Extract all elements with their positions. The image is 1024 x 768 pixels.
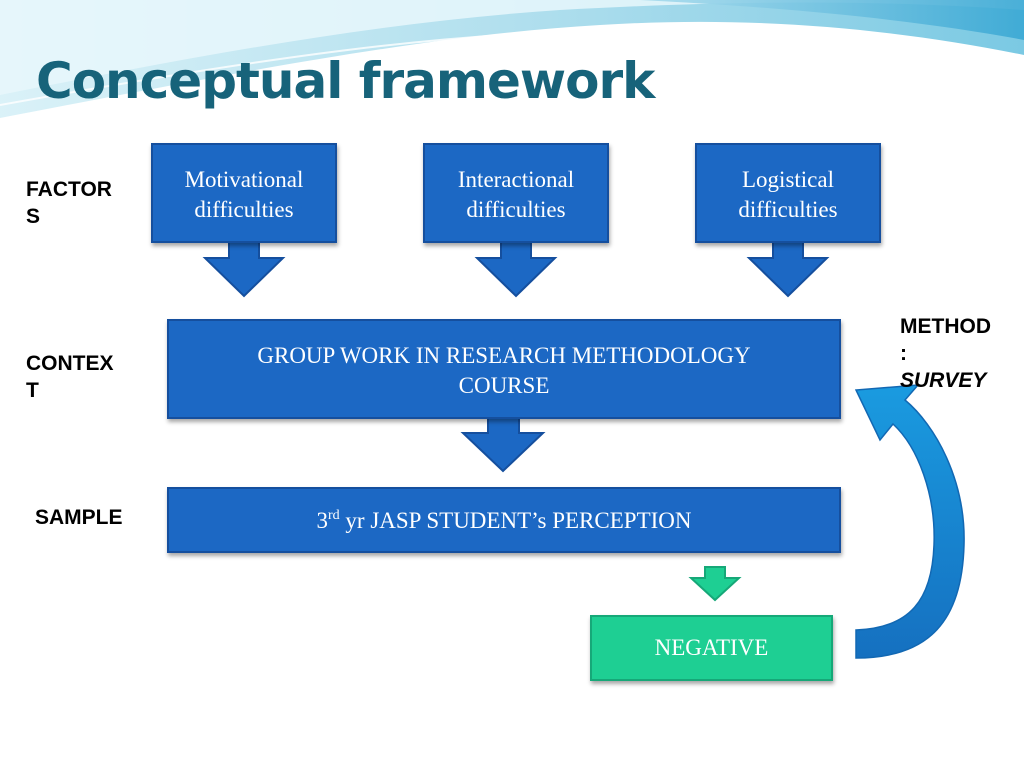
logistical-difficulties-box: Logistical difficulties — [695, 143, 881, 243]
curved-arrow-to-method — [854, 384, 965, 659]
arrow-down-interactional — [474, 241, 558, 298]
context-box: GROUP WORK IN RESEARCH METHODOLOGY COURS… — [167, 319, 841, 419]
wave-dark — [560, 0, 1024, 40]
sample-label: SAMPLE — [35, 506, 123, 529]
slide-title: Conceptual framework — [36, 52, 655, 110]
method-label: METHOD : SURVEY — [900, 315, 991, 392]
sample-box: 3rd yr JASP STUDENT’s PERCEPTION — [167, 487, 841, 553]
arrow-down-context — [460, 417, 546, 473]
arrow-down-logistical — [746, 241, 830, 298]
method-value: SURVEY — [900, 369, 987, 392]
wave-line — [0, 28, 1024, 106]
factors-label: FACTOR S — [26, 178, 112, 228]
interactional-difficulties-box: Interactional difficulties — [423, 143, 609, 243]
negative-result-box: NEGATIVE — [590, 615, 833, 681]
motivational-difficulties-box: Motivational difficulties — [151, 143, 337, 243]
arrow-down-result — [688, 566, 742, 602]
context-label: CONTEX T — [26, 352, 114, 402]
wave-light — [0, 0, 1024, 95]
arrow-down-motivational — [202, 241, 286, 298]
